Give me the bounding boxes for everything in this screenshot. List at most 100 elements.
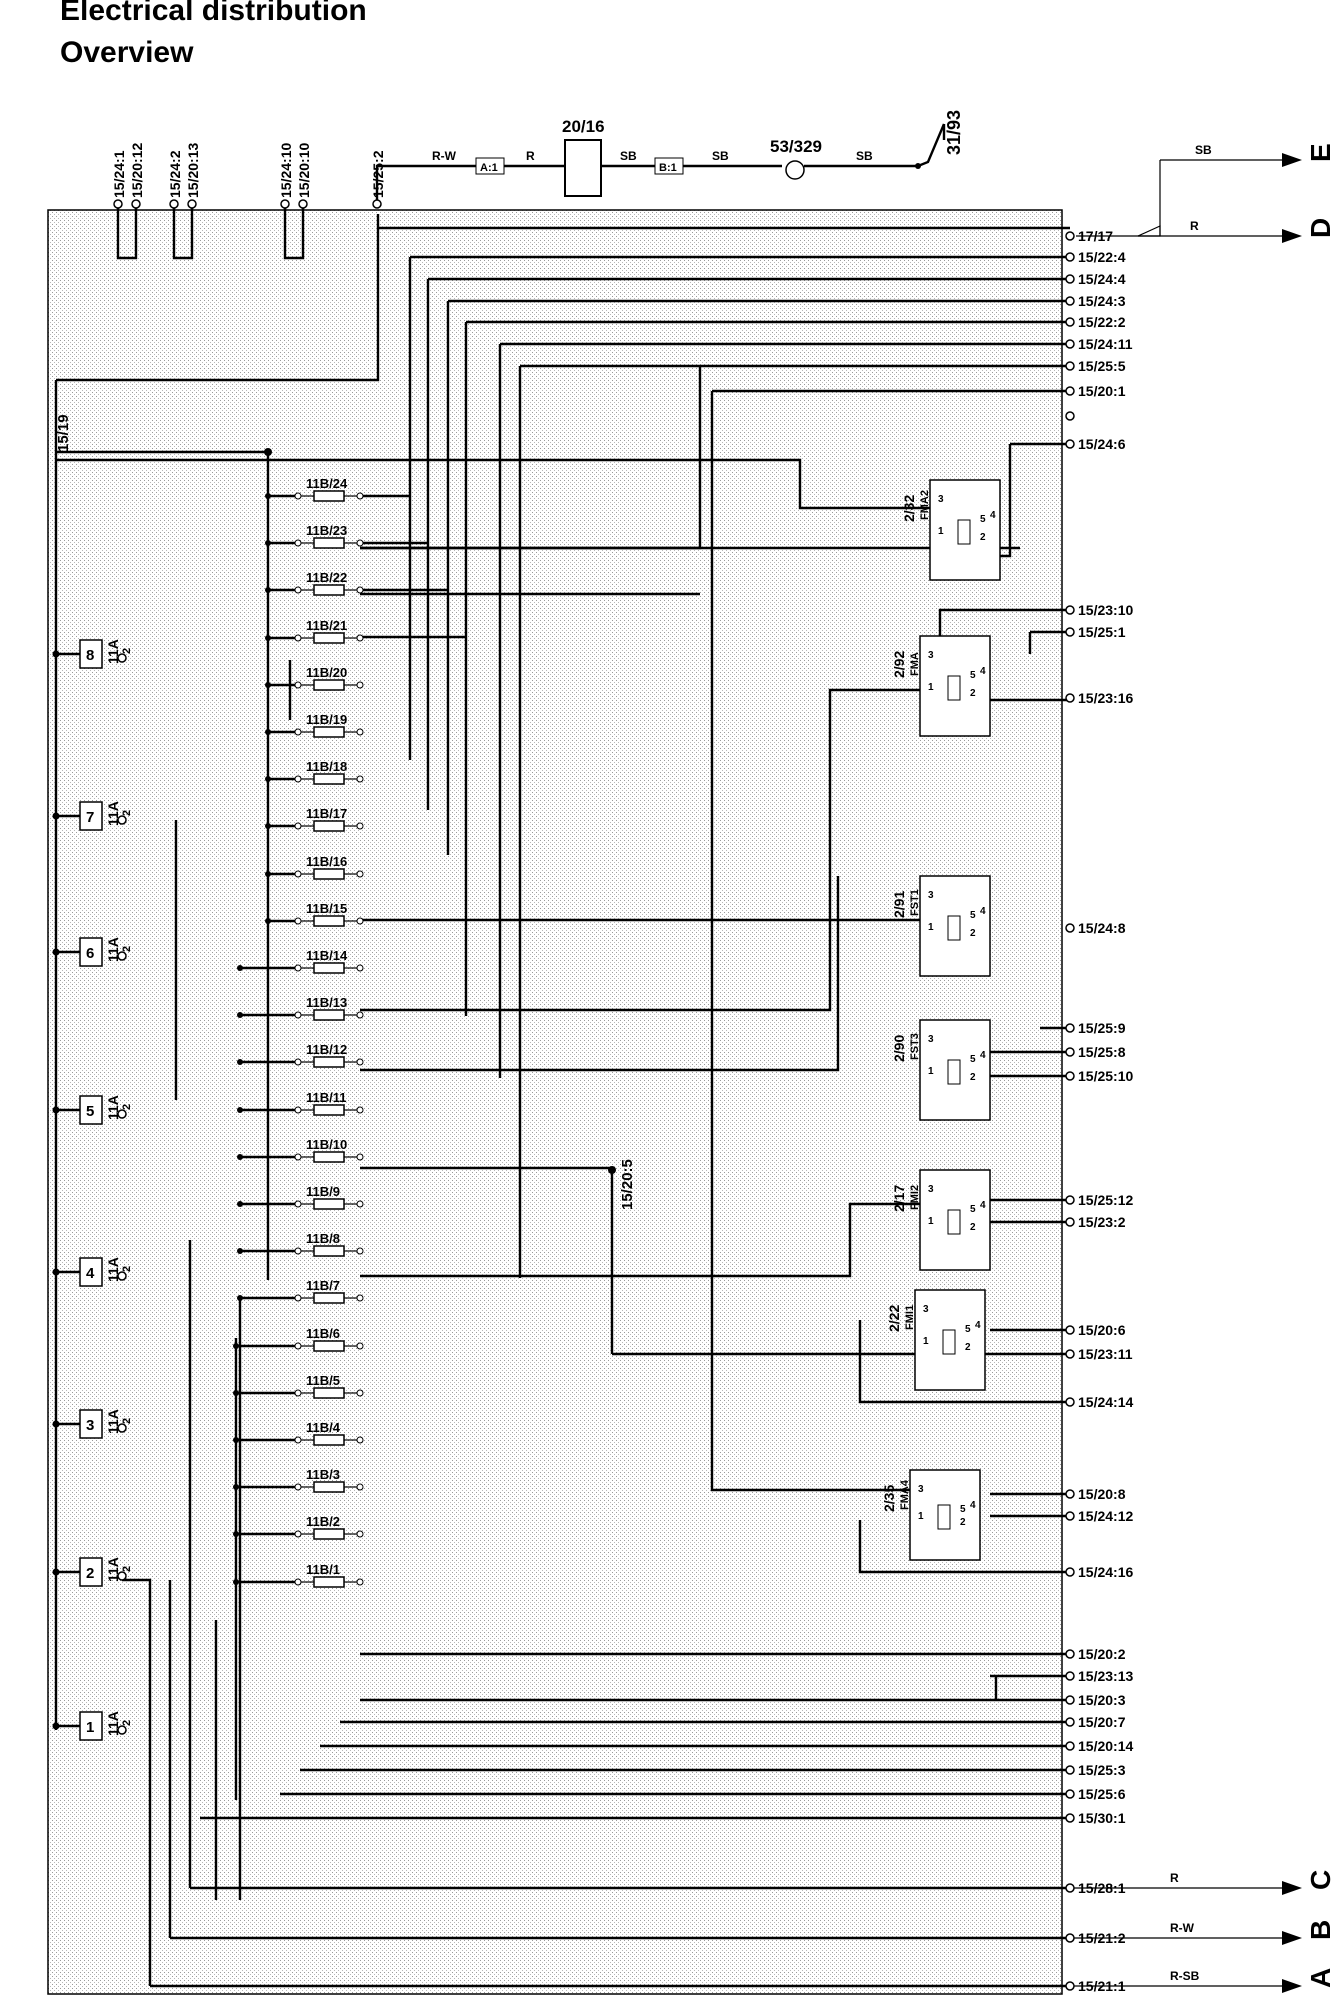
- fuse-11b: [313, 1340, 345, 1352]
- wire: [1138, 160, 1161, 237]
- top-connector-label: 15/20:10: [296, 143, 312, 198]
- terminal: [1065, 1813, 1075, 1823]
- top-connector-label: 15/20:13: [185, 143, 201, 198]
- junction-dot: [233, 1390, 239, 1396]
- relay-code: FMA2: [919, 490, 931, 520]
- relay-coil: [947, 915, 961, 941]
- terminal: [372, 199, 382, 209]
- fuse-11b: [313, 1056, 345, 1068]
- terminal: [1065, 274, 1075, 284]
- fuse-label: 11B/20: [306, 665, 347, 680]
- output-arrow: [1282, 229, 1302, 243]
- fuse-terminal: [294, 634, 302, 642]
- fuse-terminal: [356, 870, 364, 878]
- junction-dot: [264, 448, 272, 456]
- terminal: [1065, 1741, 1075, 1751]
- terminal: [1065, 1671, 1075, 1681]
- junction-dot: [233, 1343, 239, 1349]
- fuse-11a: [79, 1711, 103, 1741]
- pin-label: 2: [970, 688, 976, 699]
- wire: [56, 458, 930, 510]
- wire: [172, 208, 194, 260]
- relay-code: FMA4: [899, 1479, 911, 1510]
- wire: [1076, 225, 1161, 237]
- diagram-subtitle: Overview: [60, 36, 194, 69]
- pin-label: 2: [121, 810, 133, 816]
- pin-label: 3: [938, 494, 944, 505]
- top-connector-label: 15/24:1: [111, 150, 127, 198]
- terminal: [1065, 252, 1075, 262]
- junction-dot: [265, 729, 271, 735]
- fuse-terminal: [294, 1483, 302, 1491]
- fuse-terminal: [294, 917, 302, 925]
- right-connector-label: 15/30:1: [1078, 1810, 1126, 1826]
- wire: [360, 688, 920, 1012]
- fuse-terminal: [356, 539, 364, 547]
- output-wire-color: R: [1170, 1871, 1179, 1885]
- terminal: [131, 199, 141, 209]
- terminal: [1065, 1397, 1075, 1407]
- fuse-label: 11B/2: [306, 1514, 340, 1529]
- fuse-label: 11B/19: [306, 712, 347, 727]
- wire: [116, 208, 138, 260]
- fuse-terminal: [356, 492, 364, 500]
- fuse-11b: [313, 537, 345, 549]
- terminal: [1065, 411, 1075, 421]
- right-connector-label: 15/20:8: [1078, 1486, 1126, 1502]
- fuse-terminal: [294, 1106, 302, 1114]
- relay-id: 2/32: [901, 495, 917, 522]
- right-connector-label: 15/24:4: [1078, 271, 1126, 287]
- fuse-rating: 11A: [105, 1409, 121, 1434]
- junction-dot: [608, 1166, 616, 1174]
- terminal: [1065, 1195, 1075, 1205]
- fuse-number: 7: [86, 809, 94, 826]
- fuse-11b: [313, 1481, 345, 1493]
- right-connector-label: 15/25:6: [1078, 1786, 1126, 1802]
- relay-coil: [947, 675, 961, 701]
- fuse-rating: 11A: [105, 639, 121, 664]
- junction-dot: [237, 1248, 243, 1254]
- right-connector-label: 15/24:6: [1078, 436, 1126, 452]
- pin-label: 2: [121, 946, 133, 952]
- relay-coil: [942, 1329, 956, 1355]
- fuse-terminal: [294, 1389, 302, 1397]
- output-wire-color: R-SB: [1170, 1969, 1200, 1983]
- fuse-11a: [79, 801, 103, 831]
- wire-color-label: SB: [620, 149, 637, 163]
- pin-label: 2: [121, 1566, 133, 1572]
- pin-label: 2: [970, 1072, 976, 1083]
- pin-label: 4: [980, 1200, 986, 1211]
- fuse-label: 11B/6: [306, 1326, 340, 1341]
- wire: [283, 208, 305, 260]
- terminal: [187, 199, 197, 209]
- fuse-terminal: [294, 1578, 302, 1586]
- fuse-terminal: [356, 1294, 364, 1302]
- fuse-rating: 11A: [105, 1557, 121, 1582]
- relay-coil: [947, 1059, 961, 1085]
- junction-dot: [52, 1568, 60, 1576]
- component-20-16: [564, 139, 602, 197]
- terminal: [1065, 1489, 1075, 1499]
- fuse-number: 2: [86, 1565, 94, 1582]
- right-connector-label: 15/23:16: [1078, 690, 1133, 706]
- pin-label: 2: [121, 1418, 133, 1424]
- junction-dot: [237, 1295, 243, 1301]
- fuse-rating: 11A: [105, 1257, 121, 1282]
- right-connector-label: 15/22:2: [1078, 314, 1126, 330]
- connector-a-label: A:1: [480, 162, 498, 174]
- fuse-11a: [79, 937, 103, 967]
- terminal: [1065, 361, 1075, 371]
- relay-id: 2/35: [881, 1485, 897, 1512]
- junction-dot: [233, 1531, 239, 1537]
- terminal: [1065, 627, 1075, 637]
- fuse-terminal: [356, 822, 364, 830]
- wire: [710, 391, 980, 1492]
- right-connector-label: 15/21:2: [1078, 1930, 1126, 1946]
- fuse-11b: [313, 1387, 345, 1399]
- pin-label: 3: [928, 1184, 934, 1195]
- right-connector-label: 15/25:10: [1078, 1068, 1133, 1084]
- fuse-terminal: [294, 1436, 302, 1444]
- wire-color-label: R: [526, 149, 535, 163]
- terminal: [1065, 1789, 1075, 1799]
- fuse-terminal: [356, 728, 364, 736]
